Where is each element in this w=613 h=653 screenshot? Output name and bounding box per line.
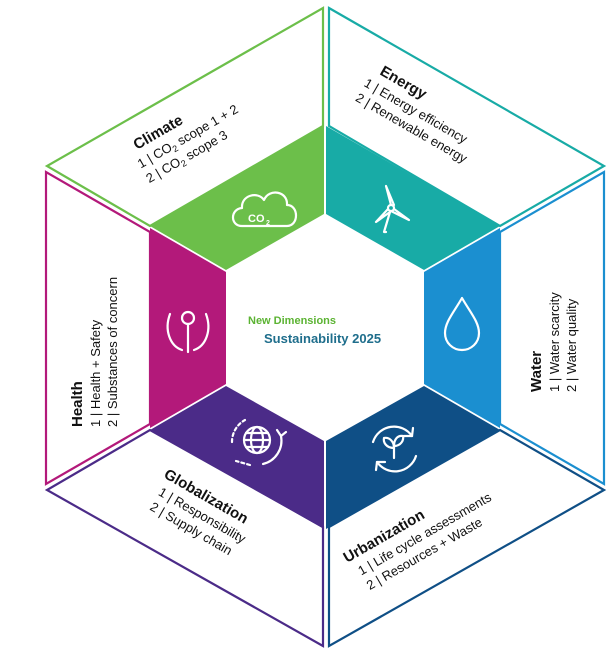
health-title: Health	[69, 381, 86, 427]
health-item-2: 2 | Substances of concern	[105, 277, 120, 427]
inner-segment-urbanization	[326, 386, 500, 529]
health-label-group: Health 1 | Health + Safety 2 | Substance…	[69, 277, 120, 427]
person-shield-icon	[166, 310, 210, 354]
inner-segment-globalization	[150, 386, 324, 529]
inner-segment-water	[424, 228, 500, 428]
svg-text:CO: CO	[248, 213, 265, 225]
cloud-co2-icon: CO 2	[231, 191, 298, 228]
water-item-1: 1 | Water scarcity	[547, 292, 562, 392]
inner-segment-energy	[326, 126, 500, 270]
wind-turbine-icon	[374, 184, 411, 234]
inner-segment-climate	[150, 126, 324, 270]
center-hexagon	[227, 215, 423, 440]
water-label-group: Water 1 | Water scarcity 2 | Water quali…	[528, 292, 579, 392]
svg-text:2: 2	[266, 220, 270, 227]
recycle-leaf-icon	[371, 425, 418, 473]
outer-ring	[44, 6, 607, 648]
water-title: Water	[528, 351, 545, 392]
inner-ring	[150, 126, 500, 529]
water-drop-icon	[443, 296, 481, 352]
center-title-sustainability: Sustainability 2025	[264, 331, 381, 346]
globe-cycle-icon	[230, 418, 288, 467]
health-item-1: 1 | Health + Safety	[88, 319, 103, 427]
icons: CO 2	[166, 184, 481, 473]
center-title-new-dimensions: New Dimensions	[248, 315, 336, 327]
water-item-2: 2 | Water quality	[564, 298, 579, 392]
